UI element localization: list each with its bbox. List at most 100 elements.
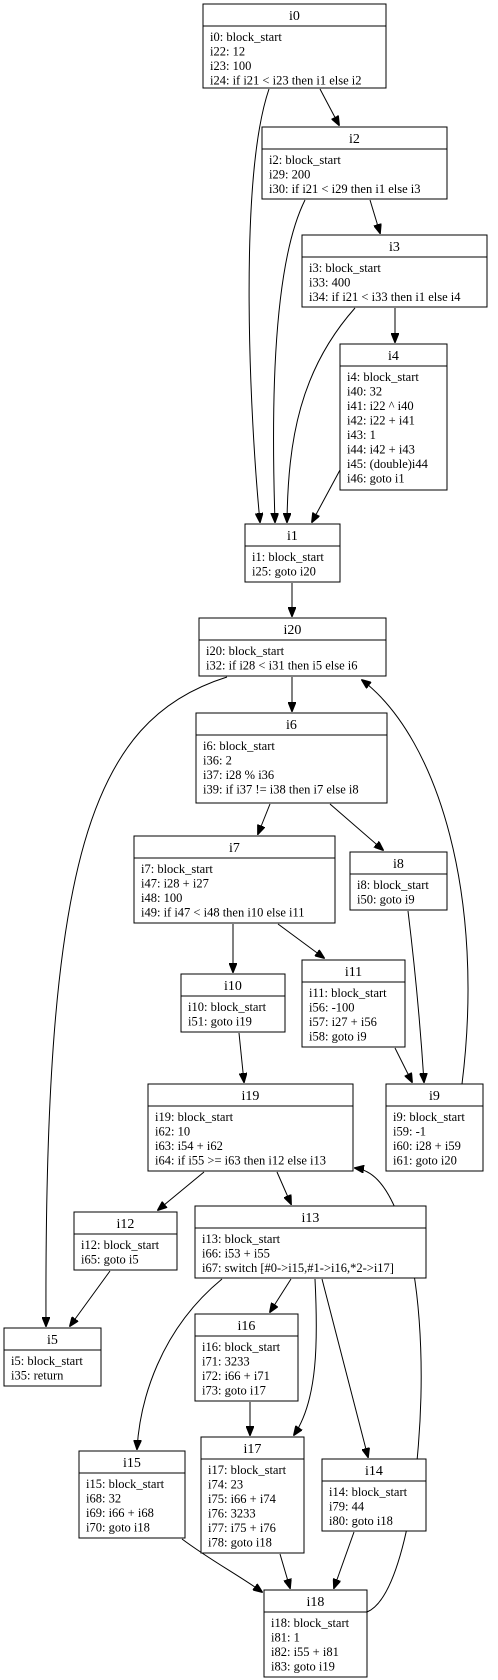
node-i17-line-0: i17: block_start (208, 1463, 287, 1477)
node-i10-box (180, 973, 286, 1033)
node-i14-box (321, 1458, 427, 1532)
node-i11-line-2: i57: i27 + i56 (309, 1015, 377, 1029)
node-i17-title: i17 (244, 1442, 262, 1457)
node-i3-line-0: i3: block_start (309, 261, 381, 275)
node-i16-box (194, 1313, 299, 1402)
node-i10-title: i10 (224, 979, 242, 994)
edge-i14-to-i18 (334, 1531, 355, 1588)
node-i9-box (385, 1083, 484, 1172)
node-i6-title: i6 (286, 718, 297, 733)
node-i3-title: i3 (389, 240, 400, 255)
node-i1-line-1: i25: goto i20 (252, 565, 316, 579)
node-i20-title: i20 (284, 623, 302, 638)
edge-i15-to-i18 (181, 1538, 262, 1592)
node-i8-title: i8 (393, 857, 404, 872)
node-i0-box (202, 3, 387, 89)
node-i0-line-3: i24: if i21 < i23 then i1 else i2 (210, 74, 361, 88)
edge-i13-to-i16 (270, 1278, 292, 1312)
node-i7-line-3: i49: if i47 < i48 then i10 else i11 (141, 906, 305, 920)
node-i17-box (200, 1436, 305, 1554)
node-i2-box (261, 126, 448, 200)
edge-i11-to-i9 (394, 1047, 412, 1082)
node-i16-line-2: i72: i66 + i71 (202, 1369, 270, 1383)
edge-i10-to-i19 (238, 1032, 244, 1082)
node-i4-line-2: i41: i22 ^ i40 (347, 399, 414, 413)
node-i17-line-4: i77: i75 + i76 (208, 1521, 276, 1535)
node-i9-line-2: i60: i28 + i59 (393, 1139, 461, 1153)
node-i17-line-2: i75: i66 + i74 (208, 1492, 277, 1506)
node-i13-line-0: i13: block_start (202, 1232, 281, 1246)
node-i12-line-0: i12: block_start (81, 1238, 160, 1252)
node-i14-line-0: i14: block_start (329, 1485, 408, 1499)
node-i3-line-1: i33: 400 (309, 276, 350, 290)
node-i8-box (349, 851, 448, 911)
node-i19-box (147, 1083, 354, 1172)
node-i5-line-0: i5: block_start (11, 1354, 83, 1368)
edge-i9-to-i20 (362, 680, 469, 1085)
node-i4-line-3: i42: i22 + i41 (347, 414, 415, 428)
node-i4-line-4: i43: 1 (347, 428, 376, 442)
node-i19-title: i19 (242, 1089, 260, 1104)
edge-i18-to-i19 (355, 1168, 422, 1613)
node-i16-line-0: i16: block_start (202, 1340, 281, 1354)
node-i2-line-1: i29: 200 (269, 168, 310, 182)
node-i4-title: i4 (388, 349, 399, 364)
node-i9-title: i9 (429, 1089, 440, 1104)
node-i6-line-3: i39: if i37 != i38 then i7 else i8 (203, 783, 359, 797)
node-i7-line-1: i47: i28 + i27 (141, 877, 209, 891)
node-i10-line-0: i10: block_start (188, 1000, 267, 1014)
node-i14-line-1: i79: 44 (329, 1500, 365, 1514)
edge-i6-to-i8 (329, 803, 383, 850)
node-i3-line-2: i34: if i21 < i33 then i1 else i4 (309, 290, 461, 304)
node-i15-box (78, 1450, 186, 1539)
edge-i13-to-i15 (137, 1278, 223, 1449)
node-i18-box (263, 1589, 368, 1678)
node-i11-title: i11 (345, 965, 362, 980)
node-i6-line-1: i36: 2 (203, 754, 232, 768)
node-i4-box (339, 343, 448, 491)
edge-i2-to-i1 (273, 199, 306, 522)
node-i4-line-7: i46: goto i1 (347, 472, 405, 486)
node-i11-line-3: i58: goto i9 (309, 1030, 367, 1044)
node-i3-box (301, 234, 488, 308)
node-i0-line-0: i0: block_start (210, 30, 282, 44)
edge-i8-to-i9 (407, 910, 424, 1082)
node-i15-line-2: i69: i66 + i68 (86, 1506, 154, 1520)
node-i6-line-2: i37: i28 % i36 (203, 768, 274, 782)
node-i7-title: i7 (229, 841, 240, 856)
node-i20-line-1: i32: if i28 < i31 then i5 else i6 (206, 659, 357, 673)
node-i8-line-0: i8: block_start (357, 878, 429, 892)
node-i1-line-0: i1: block_start (252, 550, 324, 564)
node-i7-line-2: i48: 100 (141, 891, 182, 905)
node-i4-line-5: i44: i42 + i43 (347, 443, 415, 457)
edge-i2-to-i3 (369, 199, 380, 233)
node-i5-title: i5 (47, 1333, 58, 1348)
node-i13-line-1: i66: i53 + i55 (202, 1247, 270, 1261)
node-i14-line-2: i80: goto i18 (329, 1514, 393, 1528)
node-i11-line-1: i56: -100 (309, 1001, 354, 1015)
node-i0-line-1: i22: 12 (210, 45, 245, 59)
edge-i0-to-i2 (319, 88, 339, 125)
node-i19-line-0: i19: block_start (155, 1110, 234, 1124)
node-i2-line-2: i30: if i21 < i29 then i1 else i3 (269, 182, 420, 196)
edge-i6-to-i7 (258, 803, 271, 834)
node-i9-line-0: i9: block_start (393, 1110, 465, 1124)
node-i1-title: i1 (287, 529, 298, 544)
node-i14-title: i14 (365, 1464, 383, 1479)
node-i4-line-0: i4: block_start (347, 370, 419, 384)
